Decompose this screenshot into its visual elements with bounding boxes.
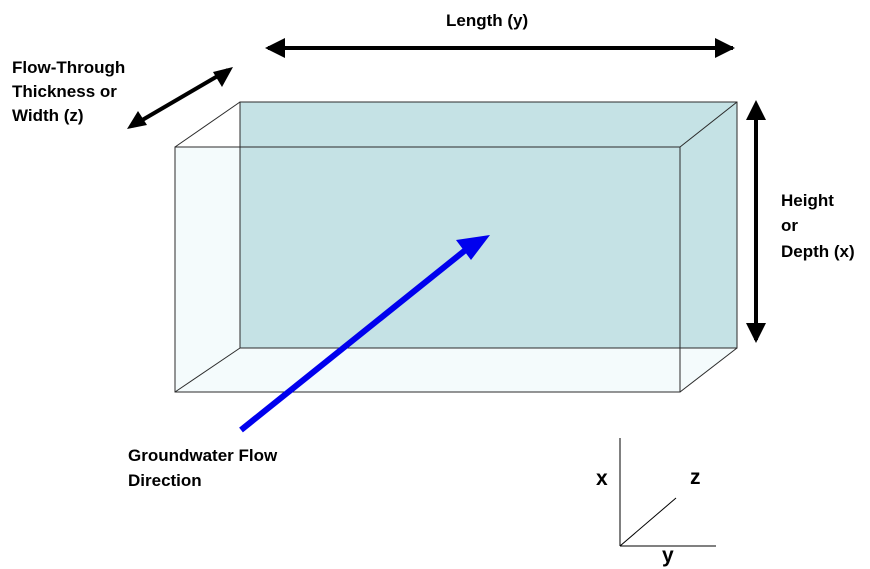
coordinate-axes bbox=[619, 438, 716, 547]
axis-label-z: z bbox=[690, 466, 701, 489]
axis-label-x: x bbox=[596, 467, 608, 490]
flow-label-line2: Direction bbox=[128, 471, 202, 490]
height-arrow bbox=[746, 100, 766, 343]
back-face bbox=[240, 102, 737, 348]
flow-label-line1: Groundwater Flow bbox=[128, 446, 278, 465]
thickness-arrow bbox=[127, 67, 233, 129]
thickness-label-line1: Flow-Through bbox=[12, 58, 126, 77]
length-arrow bbox=[265, 38, 735, 58]
right-side-face bbox=[680, 102, 737, 392]
bottom-face bbox=[175, 348, 737, 392]
box-edges bbox=[174, 101, 738, 393]
height-label-line3: Depth (x) bbox=[781, 242, 855, 261]
length-label: Length (y) bbox=[446, 11, 529, 30]
thickness-label-line2: Thickness or bbox=[12, 82, 117, 101]
height-label-line1: Height bbox=[781, 191, 834, 210]
height-label-line2: or bbox=[781, 216, 798, 235]
axis-label-y: y bbox=[662, 544, 674, 567]
thickness-label-line3: Width (z) bbox=[12, 106, 84, 125]
groundwater-flow-arrow bbox=[239, 235, 490, 433]
